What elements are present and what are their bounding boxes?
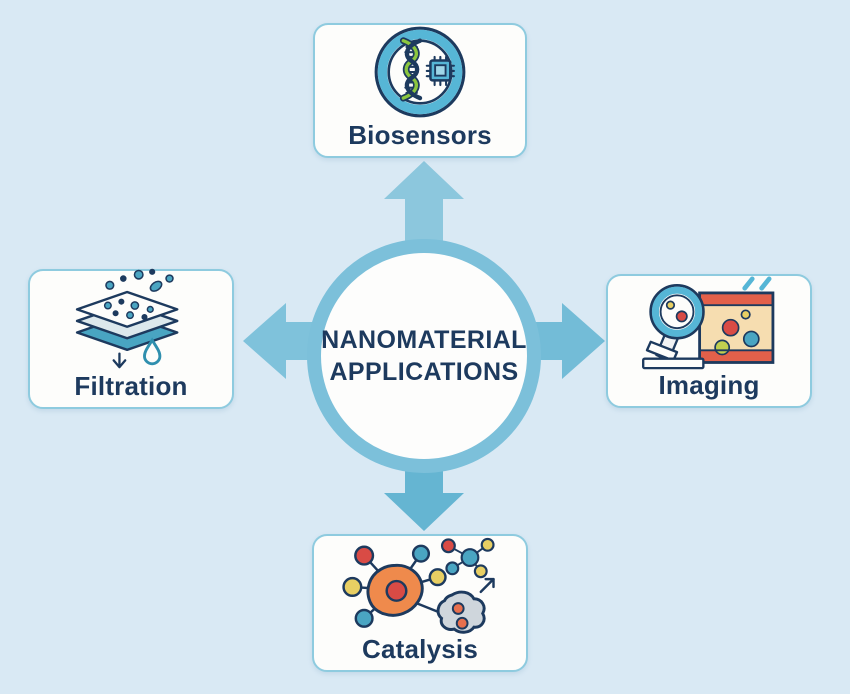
arrow-left <box>243 303 322 379</box>
node-label-imaging: Imaging <box>658 370 760 401</box>
arrow-top <box>384 161 464 254</box>
hub-circle: NANOMATERIAL APPLICATIONS <box>307 239 541 473</box>
node-biosensors: Biosensors <box>313 23 527 158</box>
node-label-catalysis: Catalysis <box>362 634 478 665</box>
arrow-right <box>526 303 605 379</box>
arrow-bottom <box>384 458 464 531</box>
hub-title: NANOMATERIAL APPLICATIONS <box>321 324 527 389</box>
filter-layers-icon <box>75 269 179 369</box>
hub-title-line2: APPLICATIONS <box>329 358 519 386</box>
imaging-icon-area <box>634 276 784 370</box>
dna-chip-icon <box>374 27 466 118</box>
node-filtration: Filtration <box>28 269 234 409</box>
node-imaging: Imaging <box>606 274 812 408</box>
node-label-biosensors: Biosensors <box>348 120 492 151</box>
node-catalysis: Catalysis <box>312 534 528 672</box>
hub-title-line1: NANOMATERIAL <box>321 325 527 354</box>
node-label-filtration: Filtration <box>74 371 188 402</box>
molecule-catalyst-icon <box>342 538 495 634</box>
catalysis-icon-area <box>336 536 504 634</box>
biosensors-icon-area <box>372 24 468 120</box>
filtration-icon-area <box>69 267 193 371</box>
microscope-image-icon <box>642 276 775 370</box>
